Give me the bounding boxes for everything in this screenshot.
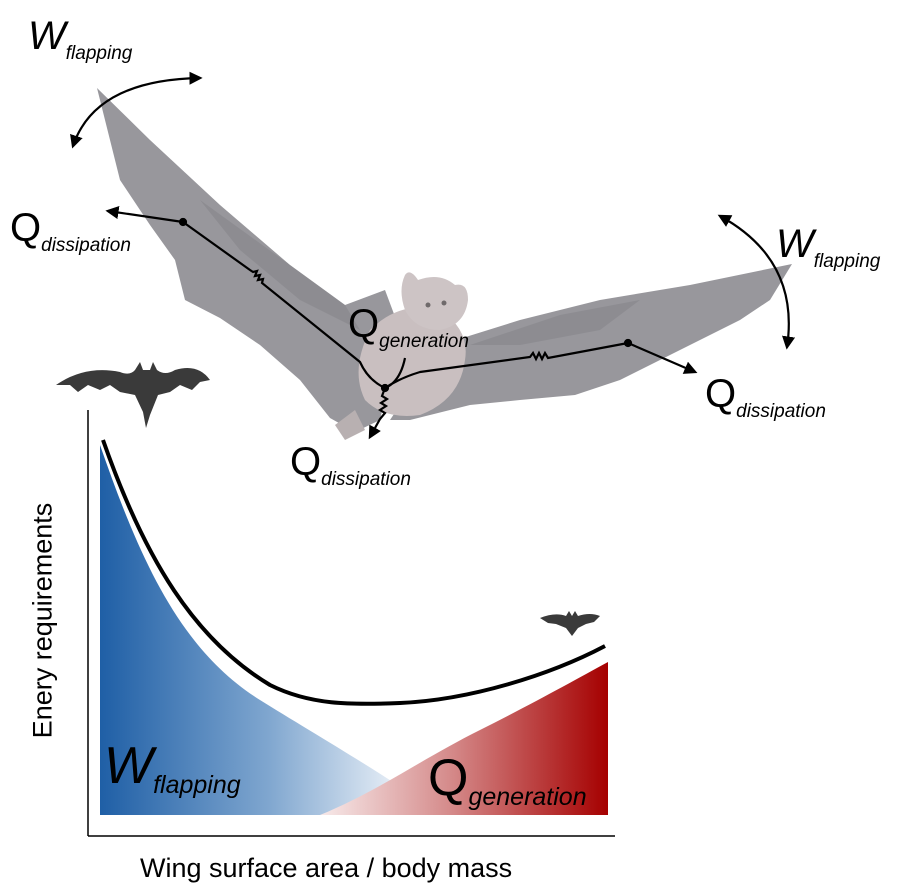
bat-illustration [97,88,792,440]
w-flapping-label-right: Wflapping [776,222,880,271]
w-flapping-area [100,445,405,815]
q-symbol: Q [428,749,469,807]
bat-legs [335,410,365,440]
q-symbol: Q [290,440,322,484]
w-flapping-label-top-left: Wflapping [28,14,132,63]
q-generation-label-bat: Qgeneration [348,302,469,351]
heat-flow-lines [70,71,796,440]
flapping-subscript: flapping [153,771,241,799]
q-symbol: Q [705,372,737,416]
flapping-subscript: flapping [813,251,881,272]
right-resistor-line [384,341,629,389]
q-dissipation-label-right: Qdissipation [705,372,826,421]
left-dissipation-arrow [105,206,184,224]
left-flapping-arrow [70,71,203,149]
right-wing [390,264,792,420]
q-symbol: Q [10,206,42,250]
large-bat-silhouette-icon [56,362,210,428]
bottom-resistor-line [368,387,390,440]
total-energy-curve [101,439,606,706]
wing-membrane-shading [200,200,640,345]
q-generation-area [320,662,608,815]
flapping-subscript: flapping [65,43,133,64]
right-dissipation-arrow [627,341,698,374]
left-wing [97,88,400,432]
dissipation-subscript: dissipation [41,235,131,256]
q-dissipation-label-bottom: Qdissipation [290,440,411,489]
right-flapping-arrow [717,214,796,350]
bat-head [401,272,468,330]
w-symbol: W [28,14,66,58]
q-dissipation-label-left: Qdissipation [10,206,131,255]
dissipation-subscript: dissipation [736,401,826,422]
energy-chart [87,410,615,837]
w-symbol: W [104,737,154,795]
dissipation-subscript: dissipation [321,469,411,490]
chart-w-flapping-label: Wflapping [104,737,241,798]
q-symbol: Q [348,302,380,346]
w-symbol: W [776,222,814,266]
chart-q-generation-label: Qgeneration [428,749,587,810]
generation-subscript: generation [468,783,587,811]
small-bat-silhouette-icon [540,611,600,636]
x-axis-label: Wing surface area / body mass [140,853,513,883]
generation-subscript: generation [379,331,469,352]
left-resistor-line [182,221,386,389]
y-axis-label: Enery requirements [27,502,58,739]
